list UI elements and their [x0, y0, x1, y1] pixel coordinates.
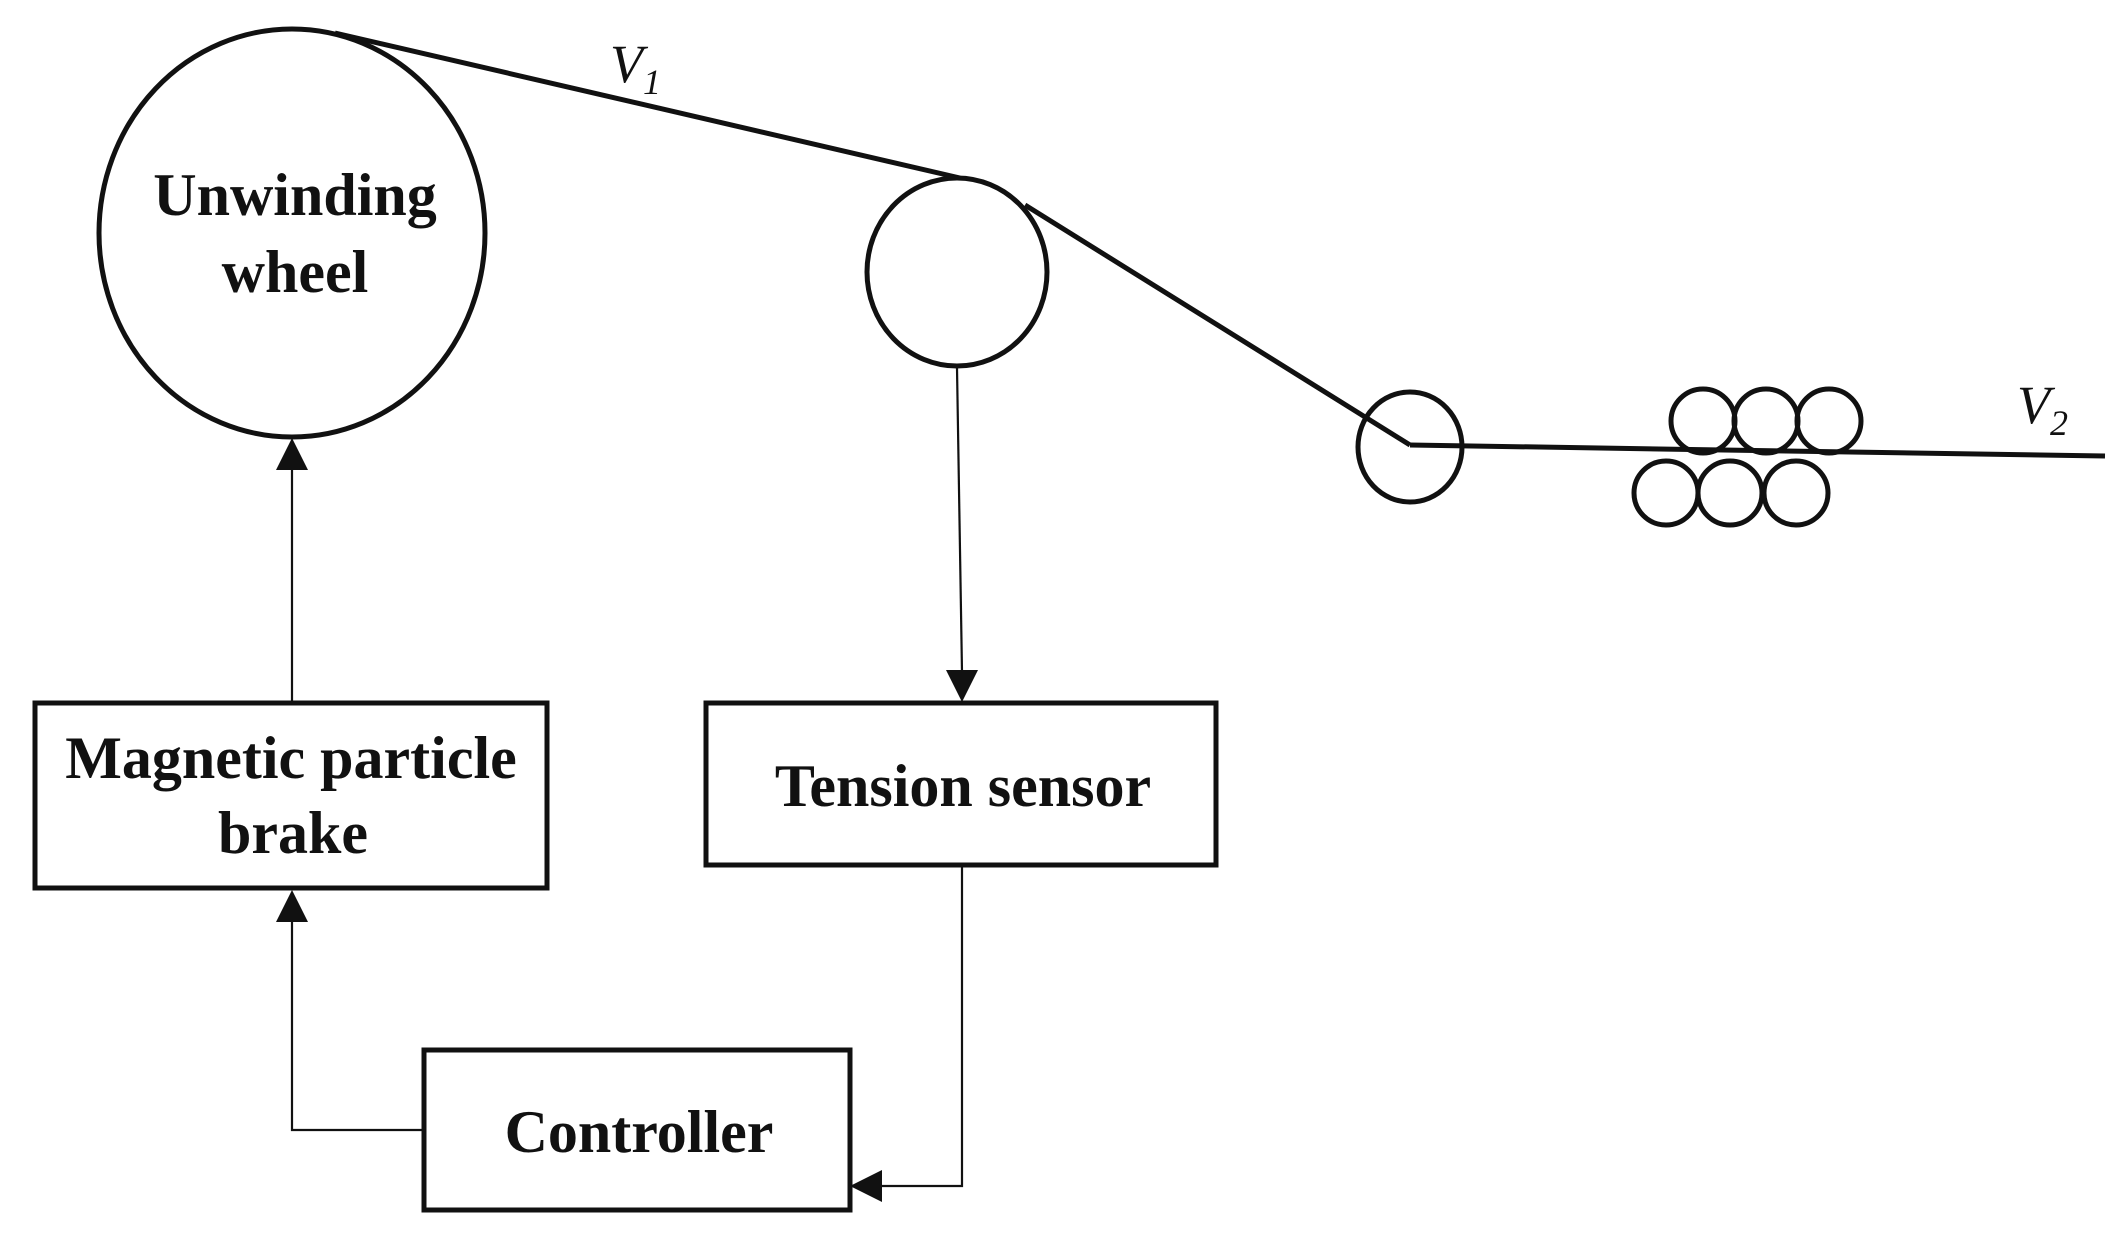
controller: Controller	[421, 1047, 853, 1213]
connector-controller-to-brake-arrowhead	[276, 890, 308, 922]
unwinding-wheel-circle	[96, 26, 488, 440]
connector-sensor-to-controller	[850, 867, 964, 1202]
connector-roller-to-sensor	[946, 367, 978, 702]
traction-roller-bottom-2	[1695, 458, 1765, 528]
velocity-label-v1: V1	[610, 34, 661, 102]
web-span-v1	[334, 30, 961, 181]
traction-rollers	[1631, 386, 1864, 528]
traction-roller-bottom-3	[1761, 458, 1831, 528]
connector-controller-to-brake	[276, 890, 422, 1132]
traction-roller-top-2	[1731, 386, 1801, 456]
tension-sensor: Tension sensor	[703, 700, 1219, 868]
connector-brake-to-wheel	[276, 438, 308, 701]
web-span-down	[1023, 202, 1412, 448]
velocity-label-v2: V2	[2017, 375, 2068, 443]
connector-sensor-to-controller-line	[880, 867, 964, 1188]
tension-sensor-box	[703, 700, 1219, 868]
guide-roller	[1355, 389, 1465, 505]
connector-brake-to-wheel-arrowhead	[276, 438, 308, 470]
unwinding-wheel-label-line2: wheel	[222, 239, 369, 305]
controller-box	[421, 1047, 853, 1213]
magnetic-particle-brake-label-line1: Magnetic particle	[65, 725, 517, 791]
magnetic-particle-brake: Magnetic particle brake	[32, 700, 550, 891]
unwinding-wheel: Unwinding wheel	[96, 26, 488, 440]
connector-roller-to-sensor-arrowhead	[946, 670, 978, 702]
traction-roller-bottom-1	[1631, 458, 1701, 528]
tension-roller	[864, 175, 1050, 369]
connector-sensor-to-controller-arrowhead	[850, 1170, 882, 1202]
connector-roller-to-sensor-line	[955, 367, 964, 673]
magnetic-particle-brake-label-line2: brake	[218, 800, 368, 866]
tension-sensor-label: Tension sensor	[775, 753, 1151, 819]
connector-controller-to-brake-line	[290, 920, 422, 1132]
traction-roller-top-3	[1794, 386, 1864, 456]
unwinding-wheel-label-line1: Unwinding	[153, 162, 436, 228]
traction-roller-top-1	[1668, 386, 1738, 456]
controller-label: Controller	[505, 1099, 774, 1165]
magnetic-particle-brake-box	[32, 700, 550, 891]
